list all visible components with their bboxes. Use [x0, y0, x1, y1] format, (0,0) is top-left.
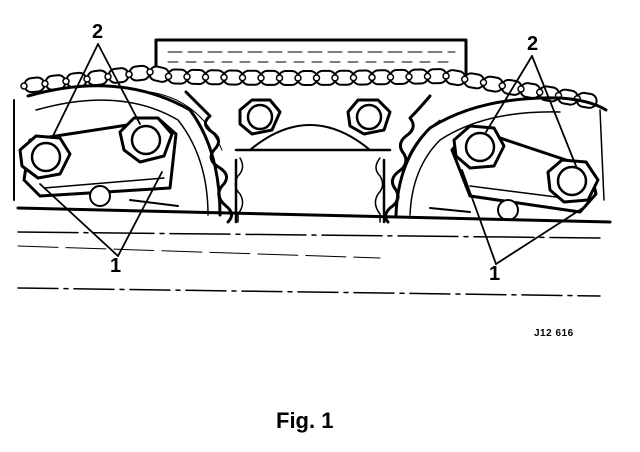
- center-bolt-right: [346, 98, 392, 136]
- chain-pin: [257, 74, 265, 82]
- chain-pin: [461, 75, 469, 83]
- left-bolt-b: [118, 116, 174, 164]
- chain-pin: [41, 79, 49, 88]
- chain-pin: [20, 82, 28, 90]
- chain-pin: [368, 73, 376, 82]
- chain-pin: [275, 74, 284, 82]
- chain-pin: [146, 68, 154, 76]
- chain-pin: [423, 72, 432, 81]
- chain-pin: [104, 72, 112, 81]
- chain-pin: [125, 70, 133, 79]
- chain-pin: [498, 82, 506, 90]
- right-bolt-b: [546, 158, 600, 204]
- chain-pin: [405, 73, 413, 81]
- leader-lines: [39, 43, 587, 265]
- chain-pin: [238, 73, 247, 82]
- left-bolt-a: [18, 134, 72, 180]
- chain-guide: [154, 38, 468, 78]
- callout-right-2: 2: [527, 33, 539, 55]
- right-dowel: [497, 199, 519, 221]
- reference-code: J12 616: [534, 328, 574, 339]
- chain-pin: [220, 73, 228, 82]
- chain-pin: [536, 88, 544, 96]
- right-bolt-a: [452, 124, 506, 170]
- chain-pin: [183, 73, 191, 81]
- callout-left-1: 1: [110, 255, 122, 277]
- chain-pin: [349, 73, 358, 82]
- chain-pin: [294, 74, 302, 82]
- figure-caption: Fig. 1: [276, 408, 334, 433]
- chain-pin: [83, 75, 91, 83]
- callout-left-2: 2: [92, 21, 104, 43]
- chain-pin: [312, 74, 321, 82]
- block-face: [13, 99, 612, 297]
- left-dowel: [89, 185, 111, 207]
- center-bolt-left: [238, 98, 282, 136]
- chain-pin: [479, 78, 488, 87]
- chain-pin: [386, 73, 395, 81]
- chain-pin: [201, 73, 210, 81]
- callout-right-1: 1: [489, 263, 501, 285]
- chain-pin: [331, 74, 339, 82]
- chain-pin: [517, 85, 525, 93]
- center-sprocket: [184, 90, 432, 224]
- chain-pin: [62, 77, 70, 86]
- chain-pin: [442, 72, 450, 80]
- chain-pin: [164, 72, 173, 81]
